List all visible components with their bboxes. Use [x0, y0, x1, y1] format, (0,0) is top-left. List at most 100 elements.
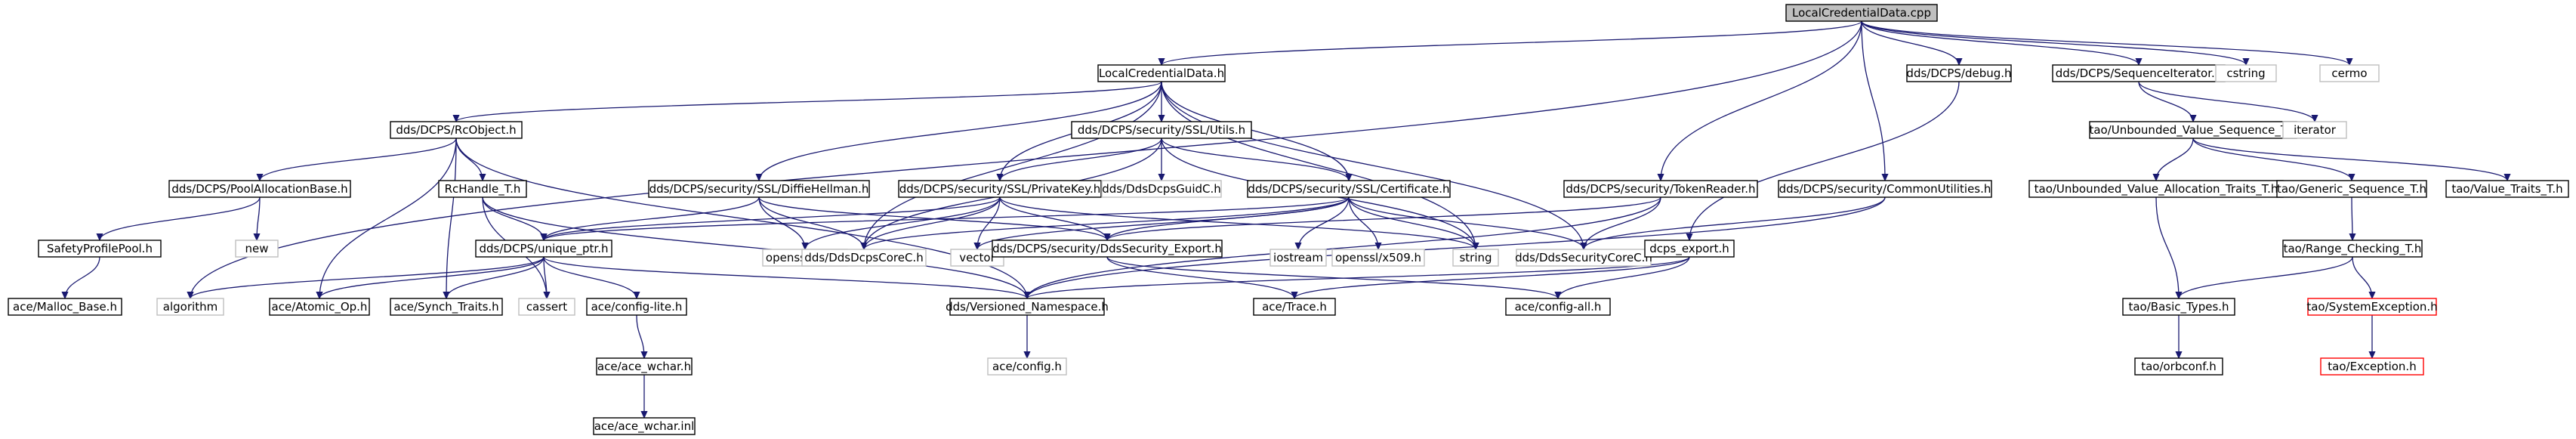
- node-box: [596, 357, 693, 376]
- node-label: ace/config-lite.h: [591, 300, 683, 314]
- node-dcpsexp-h[interactable]: dcps_export.h: [1644, 240, 1735, 258]
- node-box: [438, 180, 527, 198]
- node-poolalloc-h[interactable]: dds/DCPS/PoolAllocationBase.h: [168, 180, 351, 198]
- node-rchandle-h[interactable]: RcHandle_T.h: [438, 180, 527, 198]
- node-x509-h: openssl/x509.h: [1331, 249, 1425, 267]
- edge-rcobject_h-to-atomic_h: [319, 138, 457, 298]
- node-label: dds/DCPS/unique_ptr.h: [480, 242, 609, 256]
- node-label: ace/Synch_Traits.h: [393, 300, 498, 314]
- node-diffie-h[interactable]: dds/DCPS/security/SSL/DiffieHellman.h: [648, 180, 870, 198]
- node-label: dds/DCPS/SequenceIterator.h: [2056, 66, 2223, 80]
- node-label: algorithm: [163, 300, 217, 314]
- node-unbseq-h[interactable]: tao/Unbounded_Value_Sequence_T.h: [2089, 121, 2297, 139]
- node-orbconf-h[interactable]: tao/orbconf.h: [2134, 357, 2223, 376]
- node-algorithm: algorithm: [156, 298, 224, 316]
- node-box: [1071, 121, 1252, 139]
- node-tokenreader-h[interactable]: dds/DCPS/security/TokenReader.h: [1563, 180, 1758, 198]
- node-label: RcHandle_T.h: [445, 182, 521, 196]
- node-configlite-h[interactable]: ace/config-lite.h: [586, 298, 687, 316]
- node-box: [1101, 180, 1222, 198]
- edge-commonutil_h-to-versioned_h: [1027, 196, 1886, 298]
- node-box: [2307, 298, 2437, 316]
- node-label: dds/DCPS/security/SSL/Certificate.h: [1248, 182, 1449, 196]
- node-rcobject-h[interactable]: dds/DCPS/RcObject.h: [390, 121, 523, 139]
- node-label: LocalCredentialData.cpp: [1792, 6, 1931, 20]
- node-box: [1906, 64, 2012, 82]
- node-box: [168, 180, 351, 198]
- node-debug-h[interactable]: dds/DCPS/debug.h: [1906, 64, 2012, 82]
- node-uniqueptr-h[interactable]: dds/DCPS/unique_ptr.h: [475, 240, 612, 258]
- node-label: tao/Generic_Sequence_T.h: [2277, 182, 2426, 196]
- node-exception-h[interactable]: tao/Exception.h: [2320, 357, 2424, 376]
- node-label: dds/DdsDcpsGuidC.h: [1102, 182, 1221, 196]
- node-label: dds/DdsDcpsCoreC.h: [804, 251, 923, 264]
- node-box: [518, 298, 575, 316]
- node-label: vector: [959, 251, 995, 264]
- node-root[interactable]: LocalCredentialData.cpp: [1785, 4, 1938, 22]
- node-seqiter-h[interactable]: dds/DCPS/SequenceIterator.h: [2052, 64, 2226, 82]
- node-cert-h[interactable]: dds/DCPS/security/SSL/Certificate.h: [1247, 180, 1451, 198]
- node-box: [898, 180, 1102, 198]
- edge-debug_h-to-dcpsexp_h: [1689, 81, 1960, 240]
- edge-lcd_h-to-cert_h: [1161, 81, 1349, 181]
- node-box: [156, 298, 224, 316]
- node-label: LocalCredentialData.h: [1099, 66, 1224, 80]
- edge-tokenreader_h-to-versioned_h: [1027, 196, 1661, 298]
- node-rangecheck-h[interactable]: tao/Range_Checking_T.h: [2282, 240, 2423, 258]
- edge-unbseq_h-to-unballoc_h: [2156, 138, 2194, 181]
- node-box: [2282, 240, 2423, 258]
- node-lcd-h[interactable]: LocalCredentialData.h: [1097, 64, 1226, 82]
- node-label: openssl/x509.h: [1335, 251, 1421, 264]
- edge-root-to-cstring: [1861, 20, 2246, 65]
- node-box: [801, 249, 927, 267]
- node-trace-h[interactable]: ace/Trace.h: [1253, 298, 1336, 316]
- node-commonutil-h[interactable]: dds/DCPS/security/CommonUtilities.h: [1778, 180, 1992, 198]
- edge-rangecheck_h-to-sysexc_h: [2352, 256, 2372, 298]
- edge-uniqueptr_h-to-cassert: [544, 256, 547, 298]
- node-versioned-h[interactable]: dds/Versioned_Namespace.h: [946, 298, 1109, 316]
- edge-unbseq_h-to-genseq_h: [2192, 138, 2352, 181]
- node-box: [949, 298, 1105, 316]
- edge-utils_h-to-cert_h: [1161, 138, 1349, 181]
- node-malloc-h[interactable]: ace/Malloc_Base.h: [8, 298, 122, 316]
- node-box: [269, 298, 370, 316]
- edge-rcobject_h-to-rchandle_h: [455, 138, 483, 181]
- edge-seqiter_h-to-unbseq_h: [2138, 81, 2193, 122]
- edge-root-to-commonutil_h: [1861, 20, 1885, 181]
- edge-ddssecexp_h-to-trace_h: [1106, 256, 1294, 298]
- node-label: cstring: [2226, 66, 2265, 80]
- node-configall-h[interactable]: ace/config-all.h: [1505, 298, 1611, 316]
- node-box: [2319, 64, 2380, 82]
- edge-privkey_h-to-vector: [977, 196, 1001, 249]
- node-cassert: cassert: [518, 298, 575, 316]
- edge-root-to-tokenreader_h: [1661, 20, 1862, 181]
- edge-dcpsexp_h-to-configall_h: [1558, 256, 1690, 298]
- edge-rcobject_h-to-poolalloc_h: [260, 138, 457, 181]
- node-atomic-h[interactable]: ace/Atomic_Op.h: [269, 298, 370, 316]
- node-label: tao/Unbounded_Value_Allocation_Traits_T.…: [2035, 182, 2278, 196]
- edge-tokenreader_h-to-seccorec_h: [1584, 196, 1661, 249]
- edge-unballoc_h-to-basictypes_h: [2155, 196, 2179, 298]
- node-label: ace/Malloc_Base.h: [13, 300, 117, 314]
- node-cstring: cstring: [2215, 64, 2277, 82]
- node-valtraits-h[interactable]: tao/Value_Traits_T.h: [2445, 180, 2569, 198]
- node-sysexc-h[interactable]: tao/SystemException.h: [2306, 298, 2438, 316]
- node-utils-h[interactable]: dds/DCPS/security/SSL/Utils.h: [1071, 121, 1252, 139]
- node-ddssecexp-h[interactable]: dds/DCPS/security/DdsSecurity_Export.h: [992, 240, 1223, 258]
- node-synch-h[interactable]: ace/Synch_Traits.h: [390, 298, 503, 316]
- edge-ddssecexp_h-to-configall_h: [1106, 256, 1558, 298]
- node-genseq-h[interactable]: tao/Generic_Sequence_T.h: [2276, 180, 2427, 198]
- node-privkey-h[interactable]: dds/DCPS/security/SSL/PrivateKey.h: [898, 180, 1102, 198]
- node-label: iterator: [2294, 123, 2337, 137]
- node-acewcharinl[interactable]: ace/ace_wchar.inl: [593, 417, 696, 435]
- edge-uniqueptr_h-to-algorithm: [190, 256, 545, 298]
- node-box: [38, 240, 162, 258]
- node-basictypes-h[interactable]: tao/Basic_Types.h: [2122, 298, 2235, 316]
- node-unballoc-h[interactable]: tao/Unbounded_Value_Allocation_Traits_T.…: [2028, 180, 2284, 198]
- node-acewchar-h[interactable]: ace/ace_wchar.h: [596, 357, 693, 376]
- node-label: ace/Atomic_Op.h: [272, 300, 368, 314]
- node-box: [1505, 298, 1611, 316]
- node-safety-h[interactable]: SafetyProfilePool.h: [38, 240, 162, 258]
- node-iostream: iostream: [1269, 249, 1327, 267]
- node-label: dds/DdsSecurityCoreC.h: [1515, 251, 1652, 264]
